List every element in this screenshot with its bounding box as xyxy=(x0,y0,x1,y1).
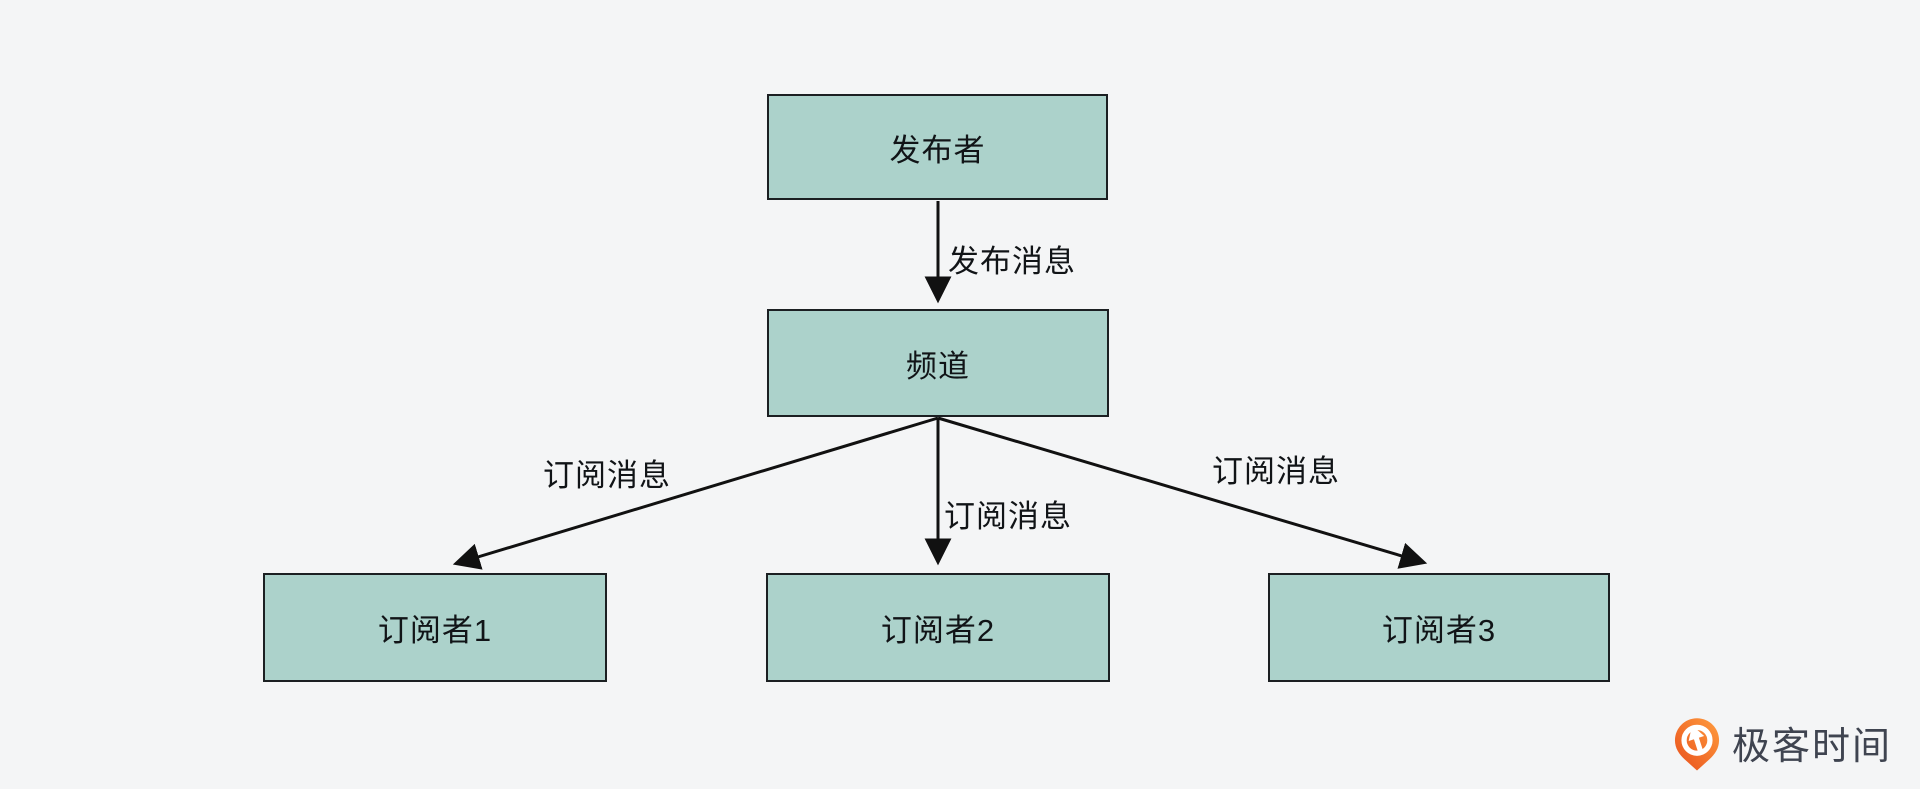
node-publisher: 发布者 xyxy=(767,94,1108,200)
node-subscriber-1-label: 订阅者1 xyxy=(377,613,493,648)
node-subscriber-2-label: 订阅者2 xyxy=(880,613,996,648)
geektime-logo-icon xyxy=(1674,718,1720,771)
edge-publish-label: 发布消息 xyxy=(948,244,1076,279)
edge-subscribe2-label: 订阅消息 xyxy=(944,499,1072,534)
node-channel-label: 频道 xyxy=(906,348,970,384)
node-publisher-label: 发布者 xyxy=(889,132,986,168)
node-channel: 频道 xyxy=(767,309,1109,417)
geektime-brand-text: 极客时间 xyxy=(1732,726,1893,768)
node-subscriber-1: 订阅者1 xyxy=(263,573,607,682)
geektime-brand: 极客时间 xyxy=(1674,716,1892,778)
edge-subscribe1-label: 订阅消息 xyxy=(543,458,671,493)
edge-subscribe3-label: 订阅消息 xyxy=(1212,454,1340,489)
node-subscriber-3: 订阅者3 xyxy=(1268,573,1610,682)
node-subscriber-3-label: 订阅者3 xyxy=(1381,613,1497,648)
node-subscriber-2: 订阅者2 xyxy=(766,573,1110,682)
edge-subscribe1-arrow xyxy=(452,416,939,570)
edge-subscribe3-arrow xyxy=(937,416,1428,569)
